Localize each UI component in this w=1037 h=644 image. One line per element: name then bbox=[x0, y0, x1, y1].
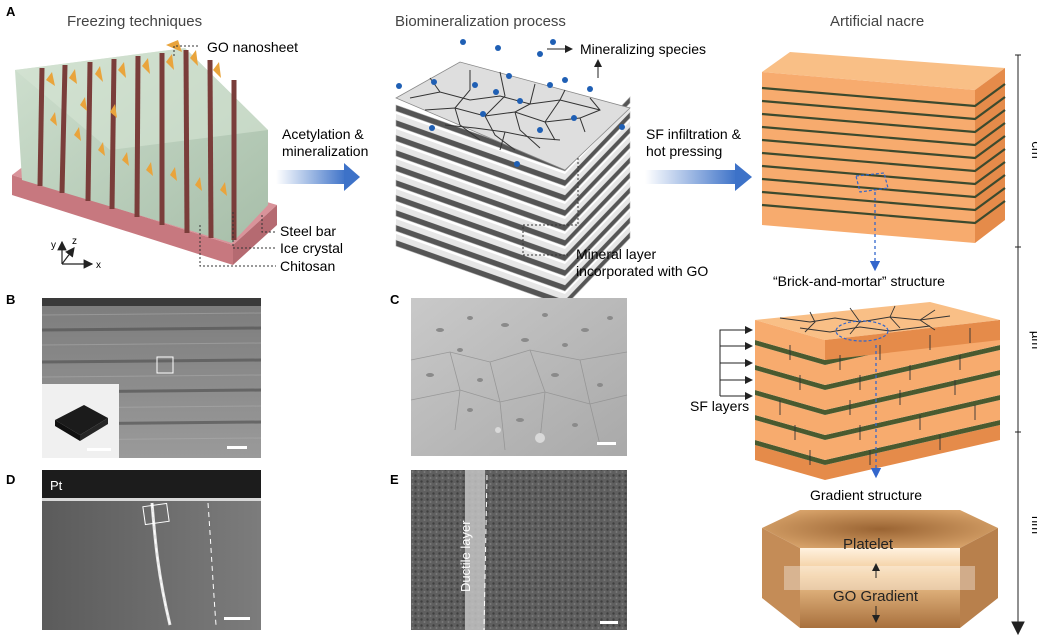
axes-gizmo bbox=[62, 242, 92, 264]
scale-um: µm bbox=[1029, 331, 1037, 349]
steel-bar-label: Steel bar bbox=[280, 223, 336, 239]
freezing-title: Freezing techniques bbox=[67, 13, 202, 30]
panel-label-e: E bbox=[390, 472, 399, 487]
nacre-block bbox=[762, 52, 1005, 243]
biomin-title: Biomineralization process bbox=[395, 13, 566, 30]
gradient-structure-label: Gradient structure bbox=[810, 487, 922, 503]
platelet-label: Platelet bbox=[843, 536, 894, 553]
scale-bar-b bbox=[227, 446, 247, 449]
acetylation-label-1: Acetylation & bbox=[282, 126, 364, 142]
mineral-layer-label-1: Mineral layer bbox=[576, 246, 656, 262]
ice-crystal-label: Ice crystal bbox=[280, 240, 343, 256]
mineralizing-label: Mineralizing species bbox=[580, 41, 706, 57]
brick-mortar-label: “Brick-and-mortar” structure bbox=[773, 273, 945, 289]
ductile-layer-label: Ductile layer bbox=[458, 520, 473, 592]
panel-label-d: D bbox=[6, 472, 15, 487]
scale-bar-e bbox=[600, 621, 618, 624]
scale-cm: cm bbox=[1029, 141, 1037, 158]
sf-layer-arrows bbox=[720, 330, 752, 396]
axis-z-label: z bbox=[72, 236, 77, 247]
go-gradient-label: GO Gradient bbox=[833, 588, 919, 605]
sem-image-c bbox=[411, 298, 627, 456]
sf-layers-label: SF layers bbox=[690, 398, 749, 414]
process-arrow-2 bbox=[645, 163, 752, 191]
brick-mortar-stack bbox=[755, 302, 1000, 480]
process-arrow-1 bbox=[276, 163, 360, 191]
scale-bar-inset bbox=[87, 448, 111, 451]
mineral-layer-label-2: incorporated with GO bbox=[576, 263, 708, 279]
scale-bar-c bbox=[597, 442, 616, 445]
freezing-block bbox=[12, 40, 277, 265]
panel-label-a: A bbox=[6, 4, 16, 19]
sem-image-e bbox=[411, 470, 627, 630]
axis-y-label: y bbox=[51, 240, 56, 251]
scale-axis bbox=[1012, 55, 1024, 634]
acetylation-label-2: mineralization bbox=[282, 143, 368, 159]
pt-label: Pt bbox=[50, 478, 63, 493]
scale-nm: nm bbox=[1029, 516, 1037, 534]
axis-x-label: x bbox=[96, 260, 101, 271]
hex-platelet bbox=[762, 510, 998, 628]
sf-infil-label-1: SF infiltration & bbox=[646, 126, 742, 142]
go-nanosheet-label: GO nanosheet bbox=[207, 39, 298, 55]
sem-image-b bbox=[42, 298, 261, 458]
sf-infil-label-2: hot pressing bbox=[646, 143, 722, 159]
panel-label-b: B bbox=[6, 292, 15, 307]
chitosan-label: Chitosan bbox=[280, 258, 335, 274]
scale-bar-d bbox=[224, 617, 250, 620]
sem-image-d bbox=[42, 470, 261, 630]
panel-label-c: C bbox=[390, 292, 400, 307]
nacre-title: Artificial nacre bbox=[830, 13, 924, 30]
